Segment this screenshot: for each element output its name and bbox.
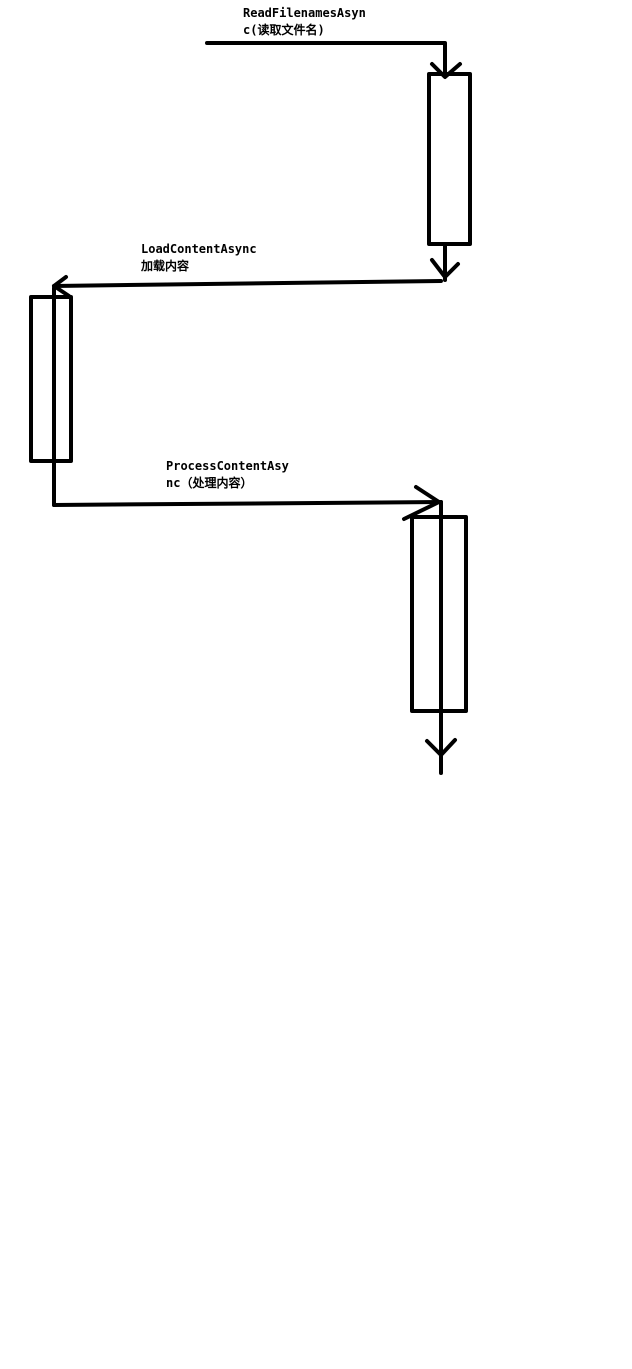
load-step-label-line1: LoadContentAsync [141,242,257,256]
process-step-label: ProcessContentAsy nc（处理内容） [166,458,289,492]
load-arrow-line [52,279,443,288]
read-activation-box [427,72,472,246]
process-step-label-line1: ProcessContentAsy [166,459,289,473]
read-end-arrowhead [430,258,460,279]
process-step-label-line2: nc（处理内容） [166,476,253,490]
read-incoming-arrow-line [205,41,447,78]
load-step-label: LoadContentAsync 加载内容 [141,241,257,275]
load-activation-box [29,295,73,463]
read-incoming-arrowhead [430,62,462,79]
read-step-label-line2: c(读取文件名) [243,23,325,37]
read-step-label-line1: ReadFilenamesAsyn [243,6,366,20]
load-step-label-line2: 加载内容 [141,259,190,273]
read-step-label: ReadFilenamesAsyn c(读取文件名) [243,5,366,39]
process-arrow-line [52,500,443,507]
process-end-arrowhead [425,738,457,757]
